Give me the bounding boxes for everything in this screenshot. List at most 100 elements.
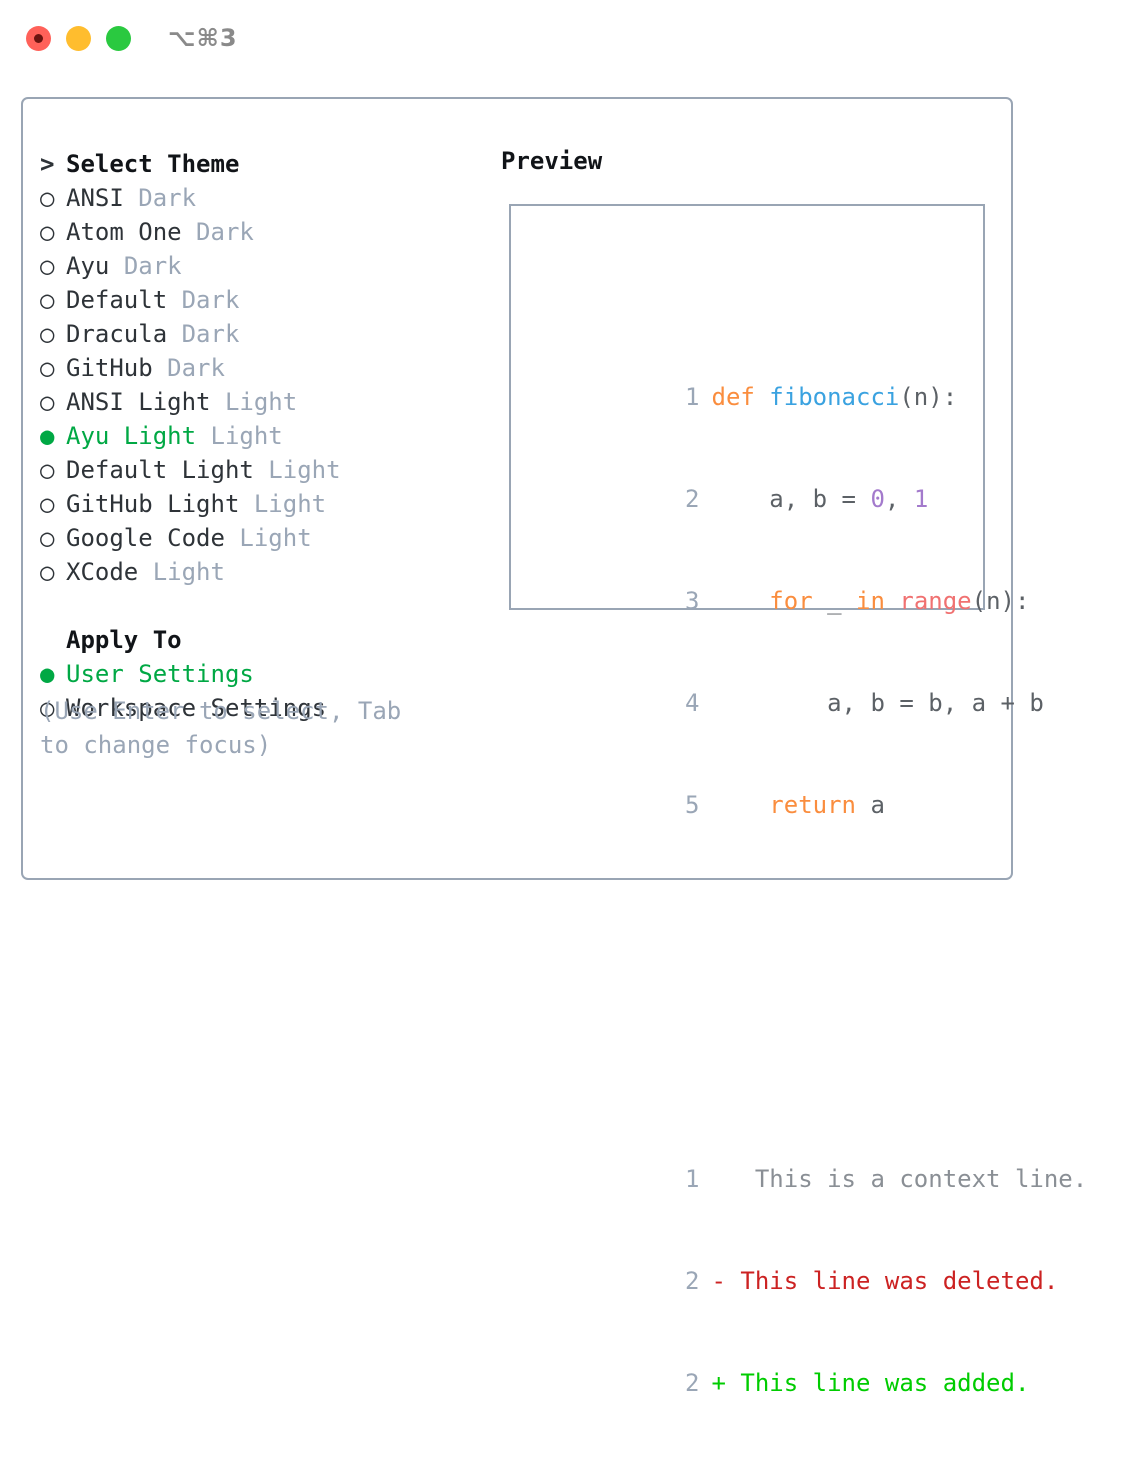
radio-unselected-icon: ○ — [40, 184, 55, 212]
cursor-icon: > — [40, 150, 55, 178]
theme-option-default-dark[interactable]: ○ Default Dark — [40, 283, 480, 317]
code-token — [885, 587, 899, 615]
theme-option-suffix: Light — [210, 422, 283, 450]
maximize-window-button[interactable] — [106, 26, 131, 51]
theme-option-suffix: Dark — [123, 252, 182, 280]
code-line: 3 for _ in range(n): — [531, 550, 1087, 615]
code-token: range — [899, 587, 972, 615]
radio-unselected-icon: ○ — [40, 558, 55, 586]
theme-option-suffix: Dark — [138, 184, 197, 212]
keyboard-hint-text: (Use Enter to select, Tab to change focu… — [40, 697, 402, 759]
theme-option-github-dark[interactable]: ○GitHub Dark — [40, 351, 480, 385]
radio-unselected-icon: ○ — [40, 218, 55, 246]
radio-unselected-icon: ○ — [40, 524, 55, 552]
theme-option-label: Default Light — [66, 456, 254, 484]
apply-to-header: Apply To — [40, 623, 480, 657]
apply-to-header-label: Apply To — [66, 626, 182, 654]
theme-option-default-light[interactable]: ○Default Light Light — [40, 453, 480, 487]
theme-option-xcode-light[interactable]: ○ XCode Light — [40, 555, 480, 589]
theme-option-label: Ayu — [66, 252, 110, 280]
minimize-window-button[interactable] — [66, 26, 91, 51]
radio-unselected-icon: ○ — [40, 252, 55, 280]
code-line: 5 return a — [531, 754, 1087, 819]
code-token: return — [769, 791, 856, 819]
theme-option-dracula-dark[interactable]: ○ Dracula Dark — [40, 317, 480, 351]
code-token: _ — [812, 587, 857, 615]
theme-option-ayu-light[interactable]: ●Ayu Light Light — [40, 419, 480, 453]
theme-option-ansi-light[interactable]: ○ ANSI Light Light — [40, 385, 480, 419]
radio-unselected-icon: ○ — [40, 694, 55, 722]
radio-unselected-icon: ○ — [40, 354, 55, 382]
code-token: 1 — [913, 485, 929, 513]
radio-selected-icon: ● — [40, 660, 55, 688]
code-token — [712, 587, 770, 615]
theme-option-suffix: Light — [224, 388, 298, 416]
theme-option-suffix: Dark — [181, 286, 240, 314]
select-theme-header-label: Select Theme — [66, 150, 240, 178]
code-token: (n): — [971, 587, 1030, 615]
line-number: 2 — [685, 485, 700, 513]
code-token: for — [769, 587, 813, 615]
code-token: (n): — [899, 383, 958, 411]
diff-line-deleted: 2- This line was deleted. — [531, 1230, 1087, 1295]
code-token: def — [711, 383, 770, 411]
diff-line-added: 2 + This line was added. — [531, 1332, 1087, 1397]
line-number: 1 — [685, 383, 700, 411]
apply-option-workspace-settings[interactable]: ○ Workspace Settings — [40, 691, 480, 725]
line-number: 1 — [685, 1165, 700, 1193]
theme-option-suffix: Dark — [196, 218, 254, 246]
theme-option-suffix: Light — [268, 456, 341, 484]
theme-option-label: Default — [66, 286, 168, 314]
theme-option-ansi-dark[interactable]: ○ ANSI Dark — [40, 181, 480, 215]
app-window: ⌥⌘3 > Select Theme ○ ANSI Dark ○ Atom One D… — [0, 0, 1140, 1397]
code-token — [712, 791, 770, 819]
diff-sign: - — [711, 1267, 726, 1295]
line-number: 4 — [685, 689, 700, 717]
title-bar: ⌥⌘3 — [0, 0, 1140, 78]
theme-picker-card: >Select Theme ○ANSI Dark ○Atom One Dark … — [21, 97, 1087, 1397]
theme-option-label: GitHub Light — [66, 490, 240, 518]
theme-option-suffix: Light — [152, 558, 225, 586]
code-spacer — [531, 992, 1087, 1026]
line-number: 2 — [685, 1369, 700, 1397]
apply-option-label: Workspace Settings — [66, 694, 327, 722]
code-token: a — [856, 791, 885, 819]
line-number: 3 — [685, 587, 700, 615]
theme-option-label: XCode — [66, 558, 139, 586]
code-token: a, b = — [711, 485, 871, 513]
diff-sign: + — [711, 1369, 726, 1397]
code-line: 4 a, b = b, a + b — [531, 652, 1087, 717]
section-spacer — [40, 589, 480, 623]
diff-text: This is a context line. — [725, 1165, 1088, 1193]
theme-option-label: Atom One — [66, 218, 182, 246]
theme-option-label: Dracula — [66, 320, 168, 348]
line-number: 5 — [685, 791, 700, 819]
theme-option-ayu-dark[interactable]: ○ Ayu Dark — [40, 249, 480, 283]
diff-sign — [712, 1165, 726, 1193]
apply-option-user-settings[interactable]: ● User Settings — [40, 657, 480, 691]
diff-text: This line was added. — [725, 1369, 1030, 1397]
line-number: 2 — [685, 1267, 700, 1295]
theme-option-github-light[interactable]: ○GitHub Light Light — [40, 487, 480, 521]
code-token: fibonacci — [769, 383, 900, 411]
theme-option-suffix: Light — [253, 490, 327, 518]
keyboard-shortcut-label: ⌥⌘3 — [168, 24, 238, 52]
radio-unselected-icon: ○ — [40, 286, 55, 314]
theme-option-suffix: Dark — [181, 320, 240, 348]
theme-option-label: ANSI Light — [66, 388, 211, 416]
code-token: 0 — [870, 485, 885, 513]
theme-option-suffix: Light — [239, 524, 312, 552]
apply-option-label: User Settings — [66, 660, 254, 688]
radio-unselected-icon: ○ — [40, 388, 55, 416]
theme-option-label: ANSI — [66, 184, 124, 212]
theme-option-google-code-light[interactable]: ○Google Code Light — [40, 521, 480, 555]
code-token: a, b = b, a + b — [711, 689, 1044, 717]
preview-title: Preview — [501, 147, 603, 175]
close-window-button[interactable] — [26, 26, 51, 51]
theme-option-atom-one-dark[interactable]: ○ Atom One Dark — [40, 215, 480, 249]
radio-unselected-icon: ○ — [40, 320, 55, 348]
theme-option-label: GitHub — [66, 354, 153, 382]
code-spacer — [531, 890, 1087, 924]
diff-line-context: 1 This is a context line. — [531, 1128, 1087, 1193]
